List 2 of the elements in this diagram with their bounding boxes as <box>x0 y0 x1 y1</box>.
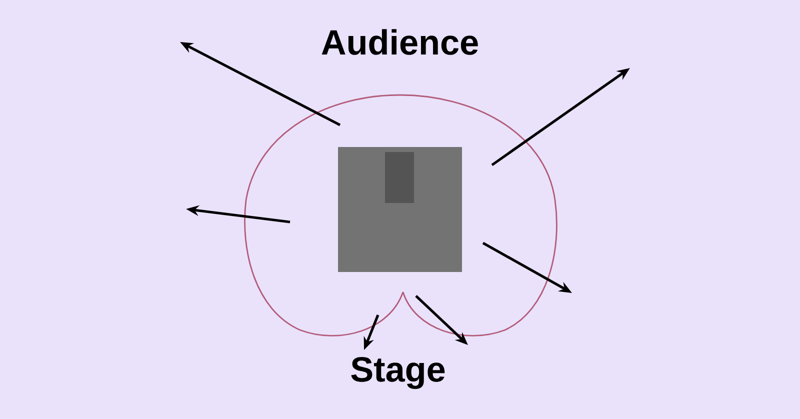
area-label: Audience <box>322 29 478 55</box>
area-label: Stage <box>351 357 445 389</box>
